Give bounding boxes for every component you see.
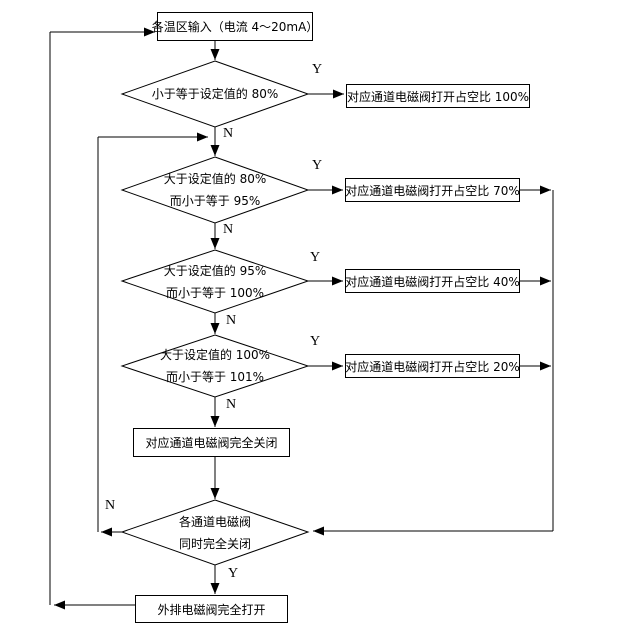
decision-1-line1: 小于等于设定值的 80% xyxy=(151,87,279,101)
decision-3-line1: 大于设定值的 95% xyxy=(163,263,267,278)
decision-3-line2: 而小于等于 100% xyxy=(165,285,265,300)
action-box-duty-20: 对应通道电磁阀打开占空比 20% xyxy=(345,354,520,378)
decision-4-shape xyxy=(120,334,310,398)
decision-2-shape xyxy=(120,156,310,224)
start-node: 各温区输入（电流 4～20mA） xyxy=(152,12,318,41)
decision-2-no-label: N xyxy=(223,222,234,237)
exhaust-valve-box: 外排电磁阀完全打开 xyxy=(135,595,288,623)
decision-1-shape xyxy=(120,60,310,128)
decision-3-no-label: N xyxy=(226,313,237,328)
decision-2-line2: 而小于等于 95% xyxy=(169,194,261,208)
decision-3-yes-label: Y xyxy=(310,250,321,265)
decision-5-yes-label: Y xyxy=(228,566,239,581)
decision-5-no-label: N xyxy=(105,498,116,513)
decision-2-text: 大于设定值的 80% 而小于等于 95% xyxy=(122,157,308,223)
decision-5-shape xyxy=(120,499,310,566)
decision-4-no-label: N xyxy=(226,397,237,412)
decision-4-line2: 而小于等于 101% xyxy=(165,370,265,384)
decision-2-yes-label: Y xyxy=(312,158,323,173)
decision-5-text: 各通道电磁阀 同时完全关闭 xyxy=(122,500,308,565)
decision-5-line2: 同时完全关闭 xyxy=(178,536,251,551)
decision-4-yes-label: Y xyxy=(310,334,321,349)
decision-5-line1: 各通道电磁阀 xyxy=(178,514,251,529)
decision-2-line1: 大于设定值的 80% xyxy=(163,172,267,186)
decision-4-text: 大于设定值的 100% 而小于等于 101% xyxy=(122,335,308,397)
decision-3-text: 大于设定值的 95% 而小于等于 100% xyxy=(122,250,308,313)
decision-4-line1: 大于设定值的 100% xyxy=(159,348,271,362)
action-box-duty-100: 对应通道电磁阀打开占空比 100% xyxy=(346,84,530,108)
decision-1-no-label: N xyxy=(223,126,234,141)
action-box-duty-40: 对应通道电磁阀打开占空比 40% xyxy=(345,269,520,293)
action-box-duty-70: 对应通道电磁阀打开占空比 70% xyxy=(345,178,520,202)
close-valve-box: 对应通道电磁阀完全关闭 xyxy=(133,428,290,457)
decision-1-text: 小于等于设定值的 80% xyxy=(122,62,308,126)
decision-3-shape xyxy=(120,249,310,314)
decision-1-yes-label: Y xyxy=(312,62,323,77)
